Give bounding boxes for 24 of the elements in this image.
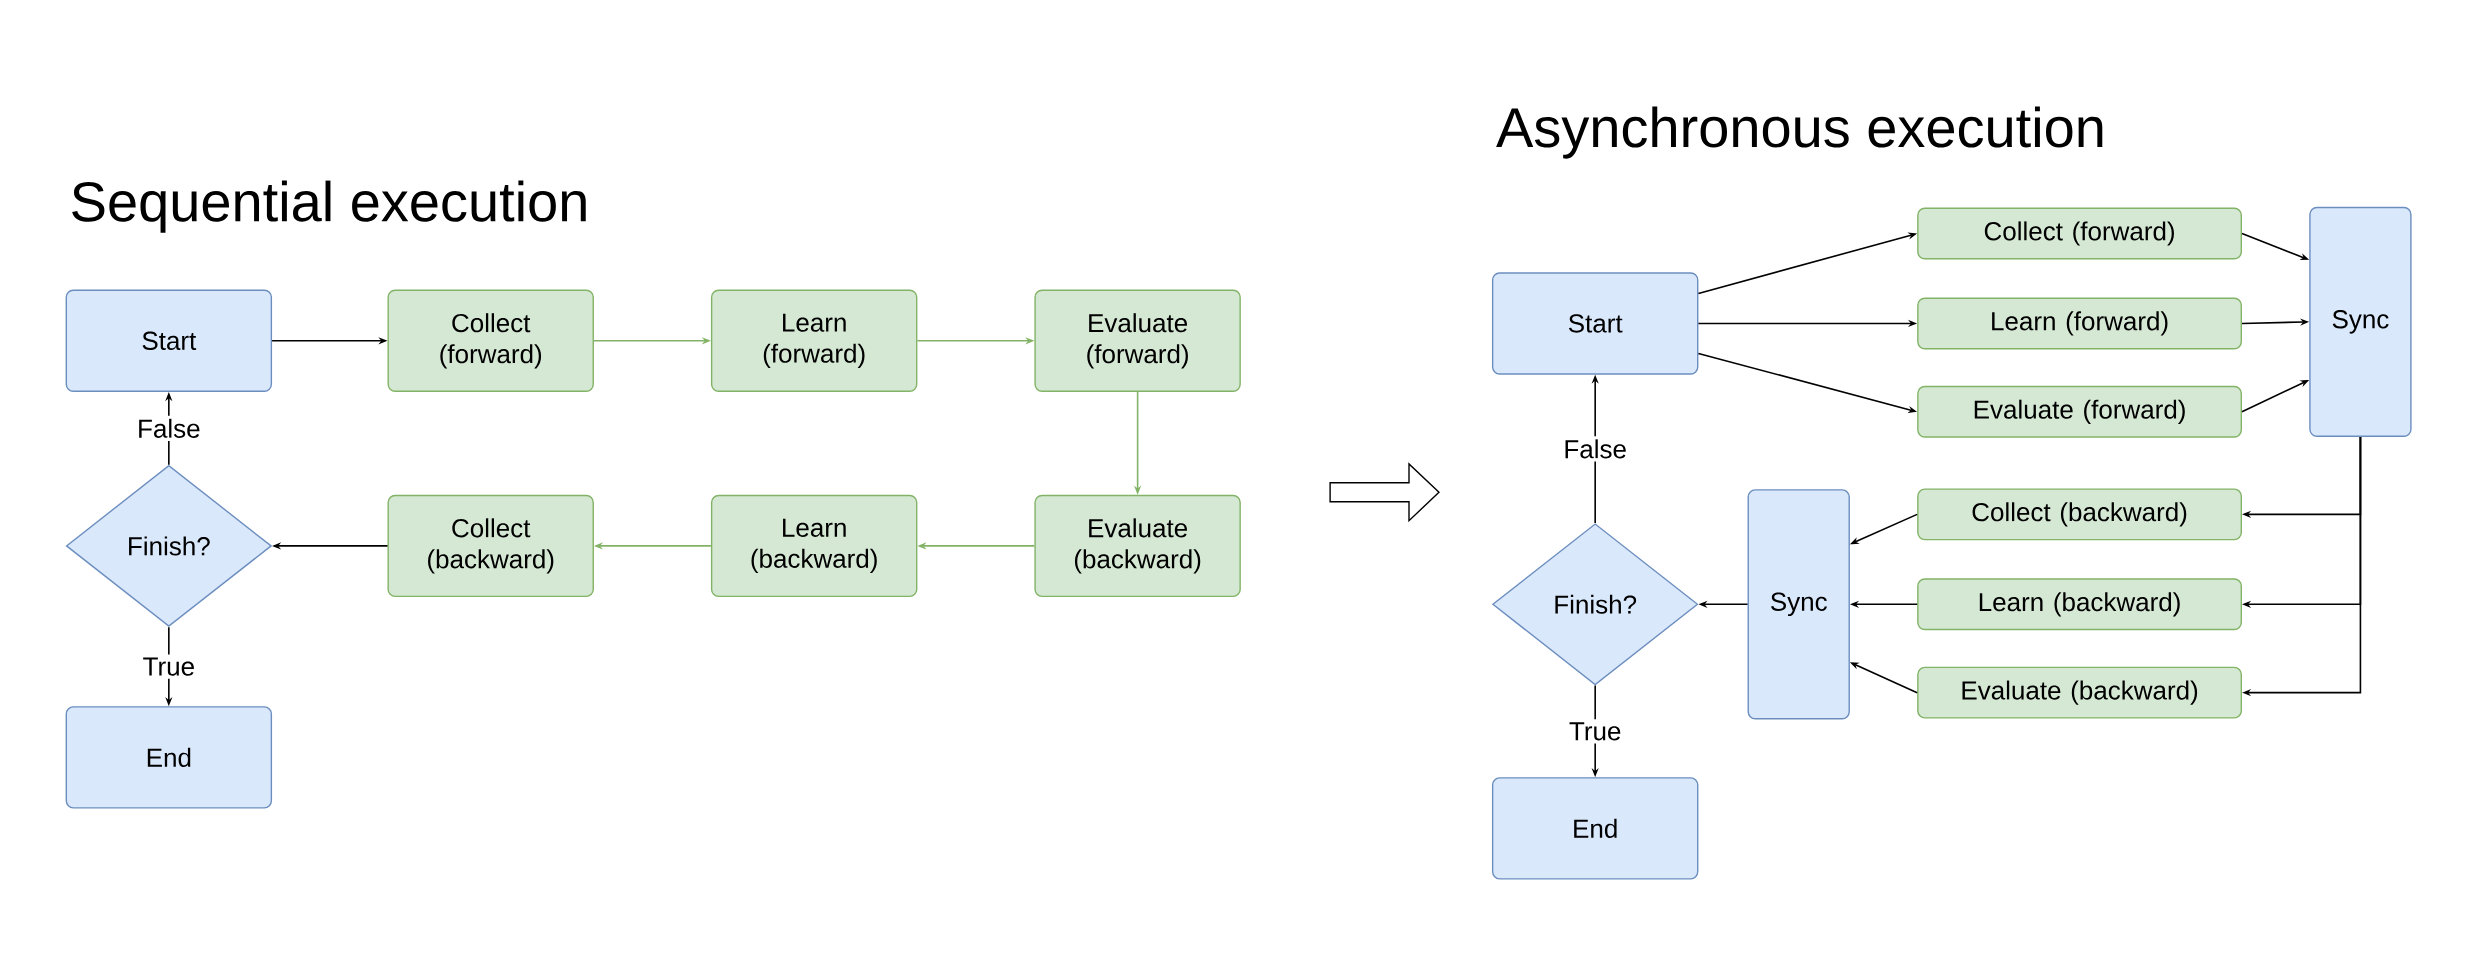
terminal-box: Start [1491, 272, 1699, 375]
edge-label: True [1565, 719, 1625, 744]
process-box: Learn (backward) [1917, 578, 2242, 631]
process-box: Learn (forward) [1917, 297, 2242, 350]
process-box: Evaluate (forward) [1917, 385, 2242, 438]
process-box: Collect (forward) [1917, 207, 2242, 260]
sync-bar: Sync [2309, 206, 2412, 438]
process-box: Learn (forward) [710, 289, 918, 393]
process-box: Evaluate (forward) [1034, 289, 1241, 393]
process-box: Collect (forward) [387, 289, 594, 393]
sync-bar: Sync [1747, 489, 1850, 720]
panel-title: Sequential execution [72, 180, 586, 233]
process-box: Collect (backward) [1917, 488, 2242, 541]
terminal-box: End [1491, 777, 1699, 880]
process-box: Learn (backward) [710, 494, 918, 598]
edge-label: True [139, 654, 199, 679]
process-box: Evaluate (backward) [1034, 494, 1241, 598]
edge-label: False [1560, 436, 1630, 462]
process-box: Evaluate (backward) [1917, 666, 2242, 719]
edge-label: False [134, 415, 204, 441]
panel-title: Asynchronous execution [1496, 106, 2103, 159]
terminal-box: Start [65, 289, 273, 393]
process-box: Collect (backward) [387, 494, 594, 598]
terminal-box: End [65, 706, 273, 809]
